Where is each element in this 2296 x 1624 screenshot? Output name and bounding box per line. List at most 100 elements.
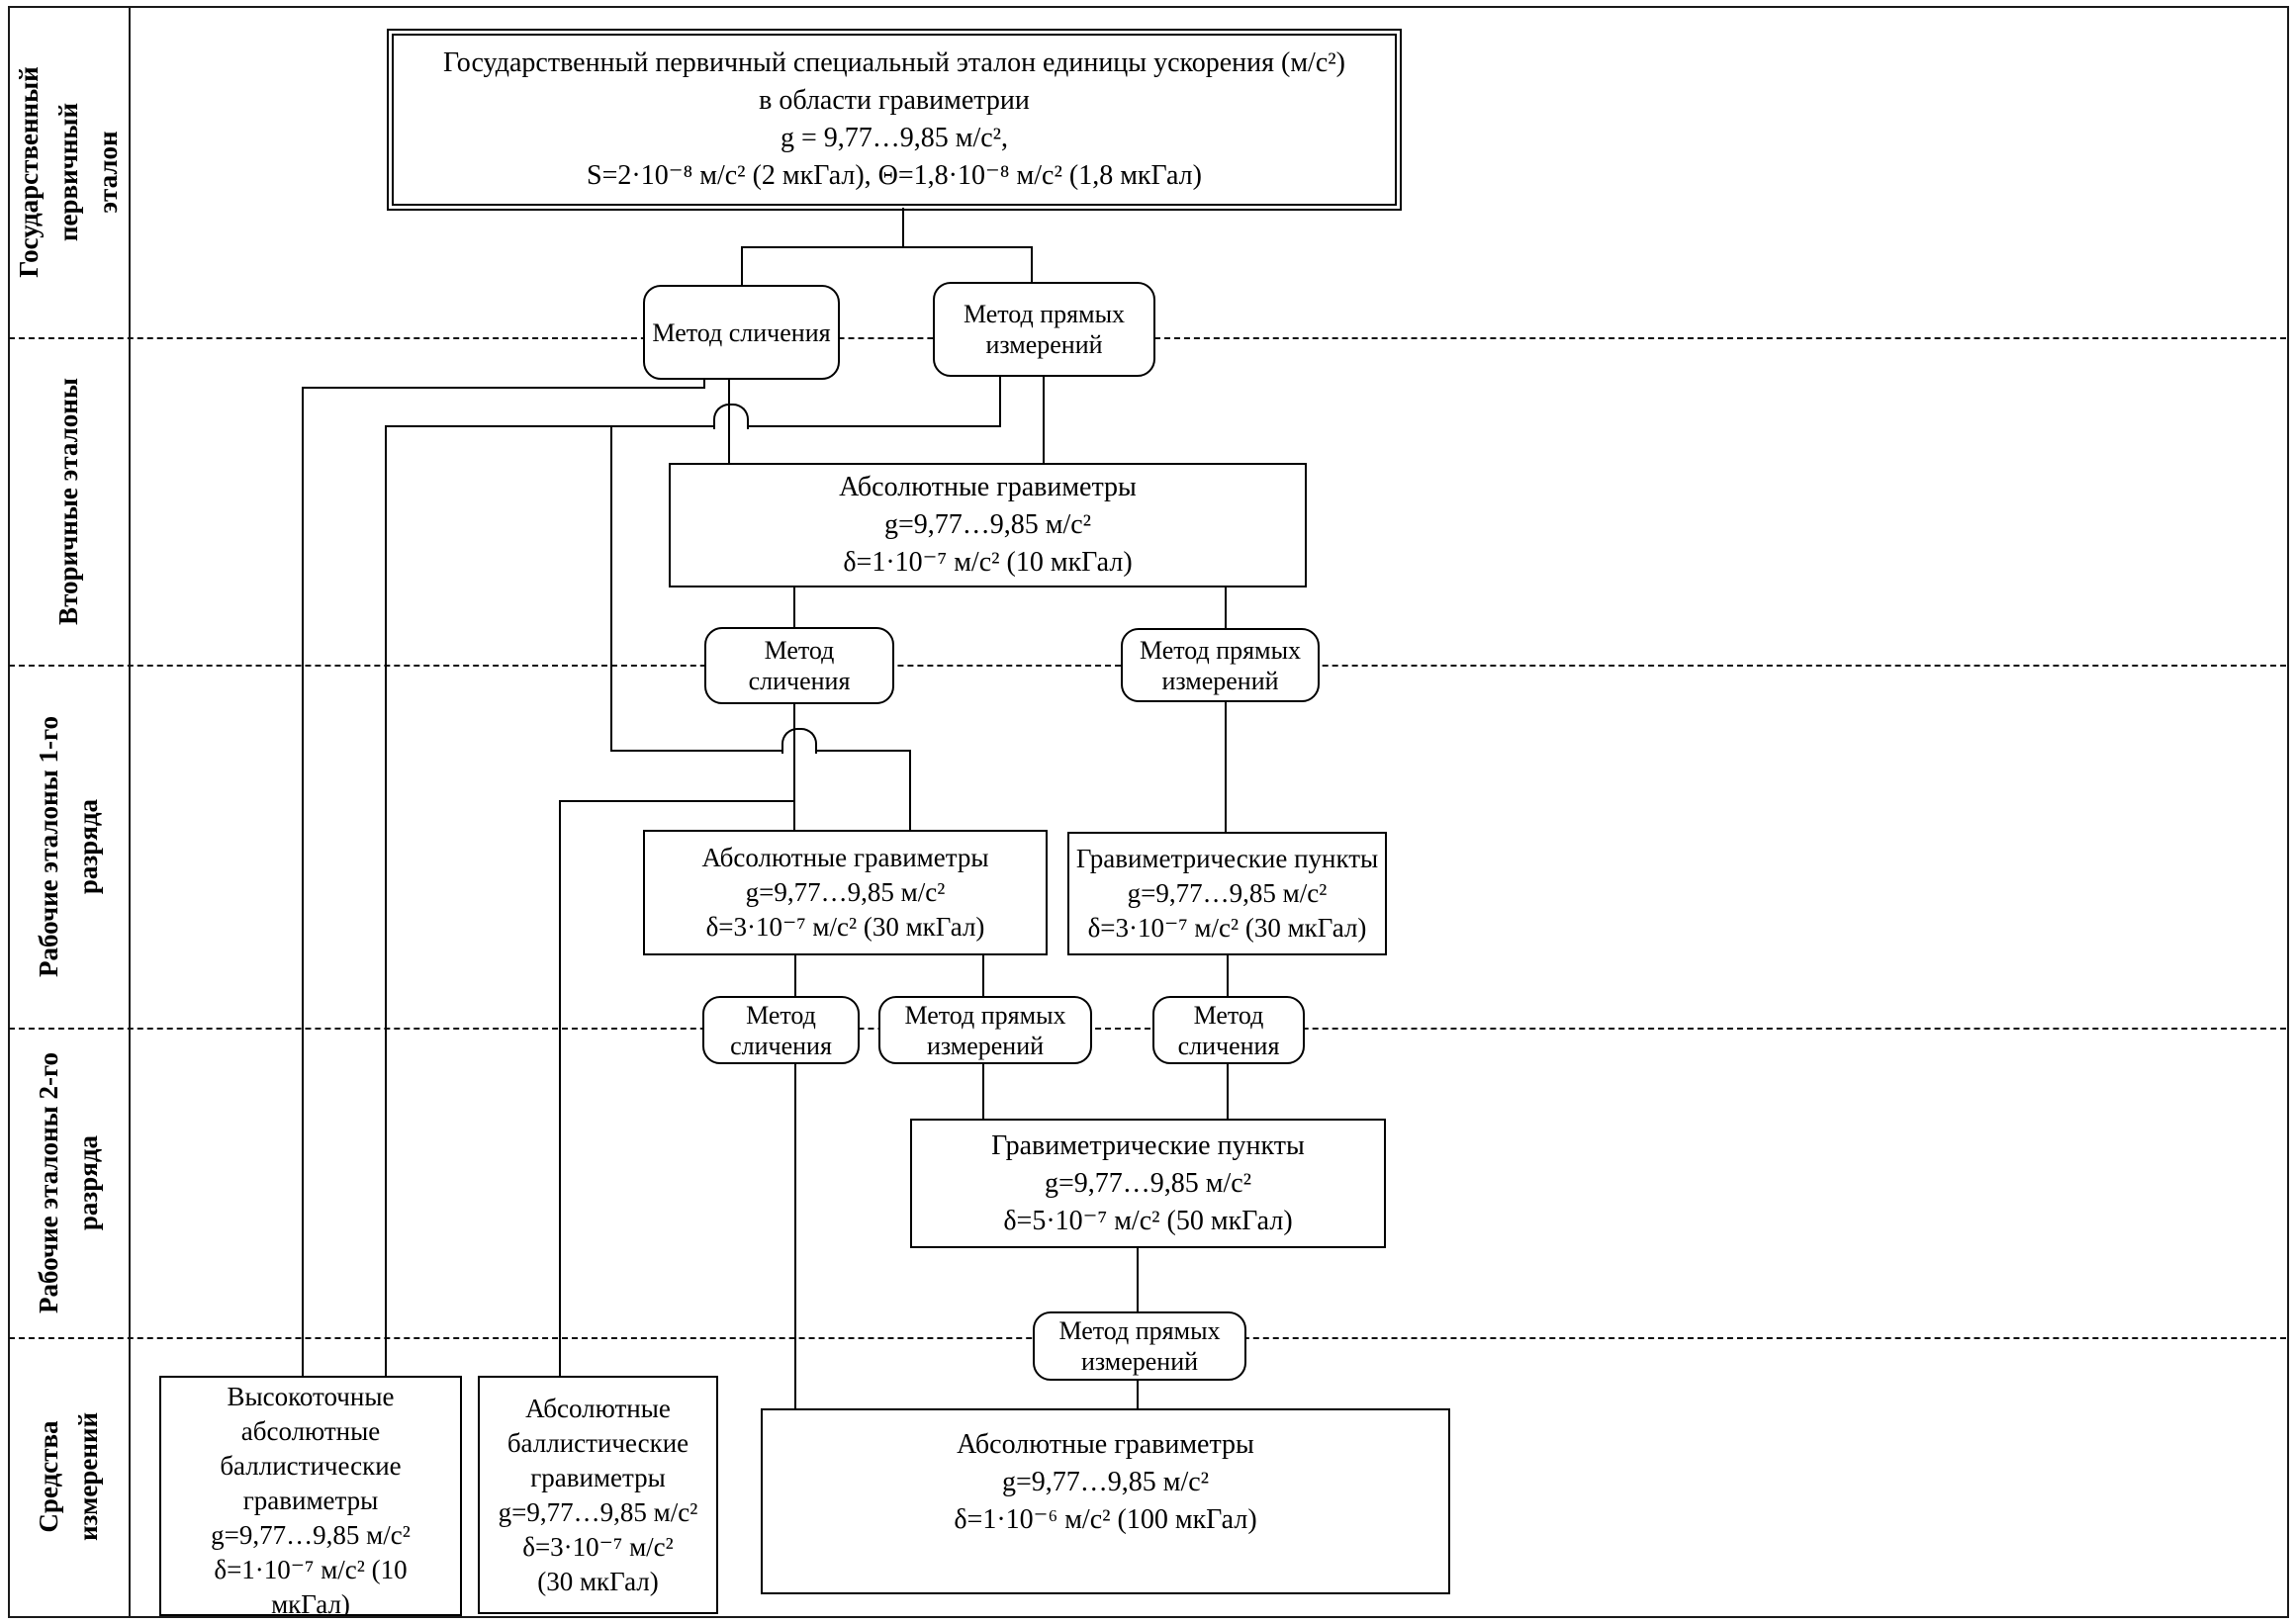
text-line: δ=3·10⁻⁷ м/с² (30 мкГал)	[1087, 913, 1367, 943]
connector-direct2-to-gravpoints1	[1225, 698, 1227, 832]
connector-rail-left-2	[385, 425, 387, 1376]
connector-rail-mid	[610, 425, 612, 752]
tier-label-line: Вторичные эталоны	[53, 377, 83, 625]
connector-comparison1-drop	[703, 376, 705, 389]
connector-absgrav1-to-direct3	[982, 951, 984, 996]
tier-label-working-standards-2nd: Рабочие эталоны 2-го разряда	[8, 1028, 129, 1337]
text-line: Абсолютные гравиметры	[957, 1429, 1254, 1460]
tier-divider-3	[9, 1028, 2286, 1030]
connector-comparison3a-to-absgrav-mi	[794, 1060, 796, 1408]
node-method-comparison-3b: Метод сличения	[1152, 996, 1305, 1064]
text-line: Метод прямых	[963, 300, 1126, 328]
connector-direct1-to-secondary	[1043, 373, 1045, 463]
text-line: δ=3·10⁻⁷ м/с²	[522, 1531, 674, 1562]
text-line: δ=1·10⁻⁷ м/с² (10 мкГал)	[843, 547, 1133, 578]
tier-label-line: измерений	[73, 1411, 103, 1542]
crossover-hop-2	[781, 728, 817, 754]
text-line: g=9,77…9,85 м/с²	[1127, 878, 1328, 908]
connector-secondary-to-direct2	[1225, 584, 1227, 628]
tier-label-line: Рабочие эталоны 1-го	[34, 715, 63, 977]
text-line: Метод	[1193, 1000, 1264, 1030]
text-line: Метод	[746, 1000, 816, 1030]
tier-label-line: разряда	[73, 1134, 103, 1230]
text-line: сличения	[1177, 1031, 1280, 1060]
connector-gravpoints2-to-direct4	[1137, 1244, 1139, 1311]
text-line: Высокоточные	[227, 1382, 395, 1411]
node-abs-ballistic-gravimeters: Абсолютные баллистические гравиметры g=9…	[478, 1376, 718, 1614]
connector-primary-stem	[902, 208, 904, 247]
connector-direct4-to-absgrav-mi	[1137, 1377, 1139, 1408]
tier-label-primary-standard: Государственный первичный эталон	[8, 6, 129, 337]
text-line: мкГал)	[271, 1589, 350, 1616]
text-line: g=9,77…9,85 м/с²	[883, 509, 1092, 540]
connector-secondary-to-comparison2	[793, 584, 795, 627]
text-line: δ=3·10⁻⁷ м/с² (30 мкГал)	[705, 912, 985, 942]
connector-rail-left-3	[559, 800, 561, 1376]
text-line: гравиметры	[530, 1462, 666, 1492]
tier-label-measuring-instruments: Средства измерений	[8, 1337, 129, 1616]
connector-comparison1-to-secondary	[728, 376, 730, 463]
node-primary-standard: Государственный первичный специальный эт…	[387, 29, 1402, 211]
tier-label-line: первичный	[53, 102, 83, 241]
connector-h-rail1	[303, 387, 705, 389]
text-line: S=2·10⁻⁸ м/с² (2 мкГал), Θ=1,8·10⁻⁸ м/с²…	[587, 160, 1202, 191]
node-method-comparison-2: Метод сличения	[704, 627, 894, 704]
text-line: сличения	[748, 667, 851, 695]
text-line: Гравиметрические пункты	[991, 1129, 1305, 1161]
node-abs-gravimeters-instruments: Абсолютные гравиметры g=9,77…9,85 м/с² δ…	[761, 1408, 1450, 1594]
text-line: Абсолютные	[525, 1393, 671, 1423]
tier-label-line: разряда	[73, 798, 103, 894]
text-line: (30 мкГал)	[537, 1566, 659, 1596]
text-line: Метод прямых	[1058, 1316, 1221, 1345]
node-grav-points-1st-order: Гравиметрические пункты g=9,77…9,85 м/с²…	[1067, 832, 1387, 955]
tier-label-line: Рабочие эталоны 2-го	[34, 1051, 63, 1313]
connector-h-rail3	[560, 800, 795, 802]
text-line: Государственный первичный специальный эт…	[443, 47, 1345, 78]
text-line: Метод прямых	[1139, 635, 1302, 665]
node-method-direct-4: Метод прямых измерений	[1033, 1311, 1246, 1381]
text-line: Метод сличения	[652, 317, 831, 347]
label-column-divider	[129, 6, 131, 1616]
text-line: Абсолютные гравиметры	[839, 472, 1137, 502]
connector-mid-to-absgrav1	[909, 750, 911, 830]
text-line: в области гравиметрии	[759, 85, 1030, 116]
text-line: δ=5·10⁻⁷ м/с² (50 мкГал)	[1003, 1205, 1293, 1236]
text-line: g=9,77…9,85 м/с²	[211, 1520, 411, 1550]
text-line: g=9,77…9,85 м/с²	[1001, 1467, 1210, 1497]
node-method-direct-2: Метод прямых измерений	[1121, 628, 1320, 702]
text-line: измерений	[926, 1031, 1045, 1060]
node-highprec-ballistic-gravimeters: Высокоточные абсолютные баллистические г…	[159, 1376, 462, 1616]
tier-label-line: Средства	[34, 1420, 63, 1533]
text-line: g=9,77…9,85 м/с²	[498, 1496, 698, 1527]
connector-comparison3b-to-gravpoints2	[1227, 1060, 1229, 1119]
node-method-comparison-1: Метод сличения	[643, 285, 840, 380]
tier-label-line: Государственный	[14, 65, 44, 278]
node-method-comparison-3a: Метод сличения	[702, 996, 860, 1064]
text-line: Метод прямых	[904, 1000, 1066, 1030]
connector-h-mid	[610, 750, 911, 752]
connector-to-comparison-1	[741, 247, 743, 285]
text-line: g=9,77…9,85 м/с²	[745, 877, 946, 907]
connector-direct1-drop	[999, 373, 1001, 427]
connector-primary-branch	[741, 246, 1033, 248]
node-grav-points-2nd-order: Гравиметрические пункты g=9,77…9,85 м/с²…	[910, 1119, 1386, 1248]
node-secondary-abs-gravimeters: Абсолютные гравиметры g=9,77…9,85 м/с² δ…	[669, 463, 1307, 587]
text-line: g=9,77…9,85 м/с²	[1044, 1167, 1252, 1199]
node-abs-gravimeters-1st-order: Абсолютные гравиметры g=9,77…9,85 м/с² δ…	[643, 830, 1048, 955]
text-line: баллистические	[220, 1451, 402, 1481]
connector-gravpoints1-to-comparison3b	[1227, 951, 1229, 996]
text-line: δ=1·10⁻⁷ м/с² (10	[214, 1555, 408, 1584]
tier-label-working-standards-1st: Рабочие эталоны 1-го разряда	[8, 665, 129, 1028]
connector-rail-left-1	[302, 387, 304, 1376]
text-line: Абсолютные гравиметры	[701, 843, 989, 872]
text-line: Метод	[764, 636, 835, 665]
connector-absgrav1-to-comparison3a	[794, 951, 796, 996]
text-line: измерений	[1161, 666, 1279, 695]
connector-comparison2-to-absgrav1	[793, 700, 795, 830]
text-line: гравиметры	[242, 1486, 379, 1515]
tier-label-secondary-standards: Вторичные эталоны	[8, 337, 129, 665]
connector-h-rail2	[385, 425, 1001, 427]
text-line: абсолютные	[240, 1416, 381, 1446]
tier-label-line: эталон	[93, 130, 123, 214]
text-line: измерений	[985, 330, 1103, 359]
